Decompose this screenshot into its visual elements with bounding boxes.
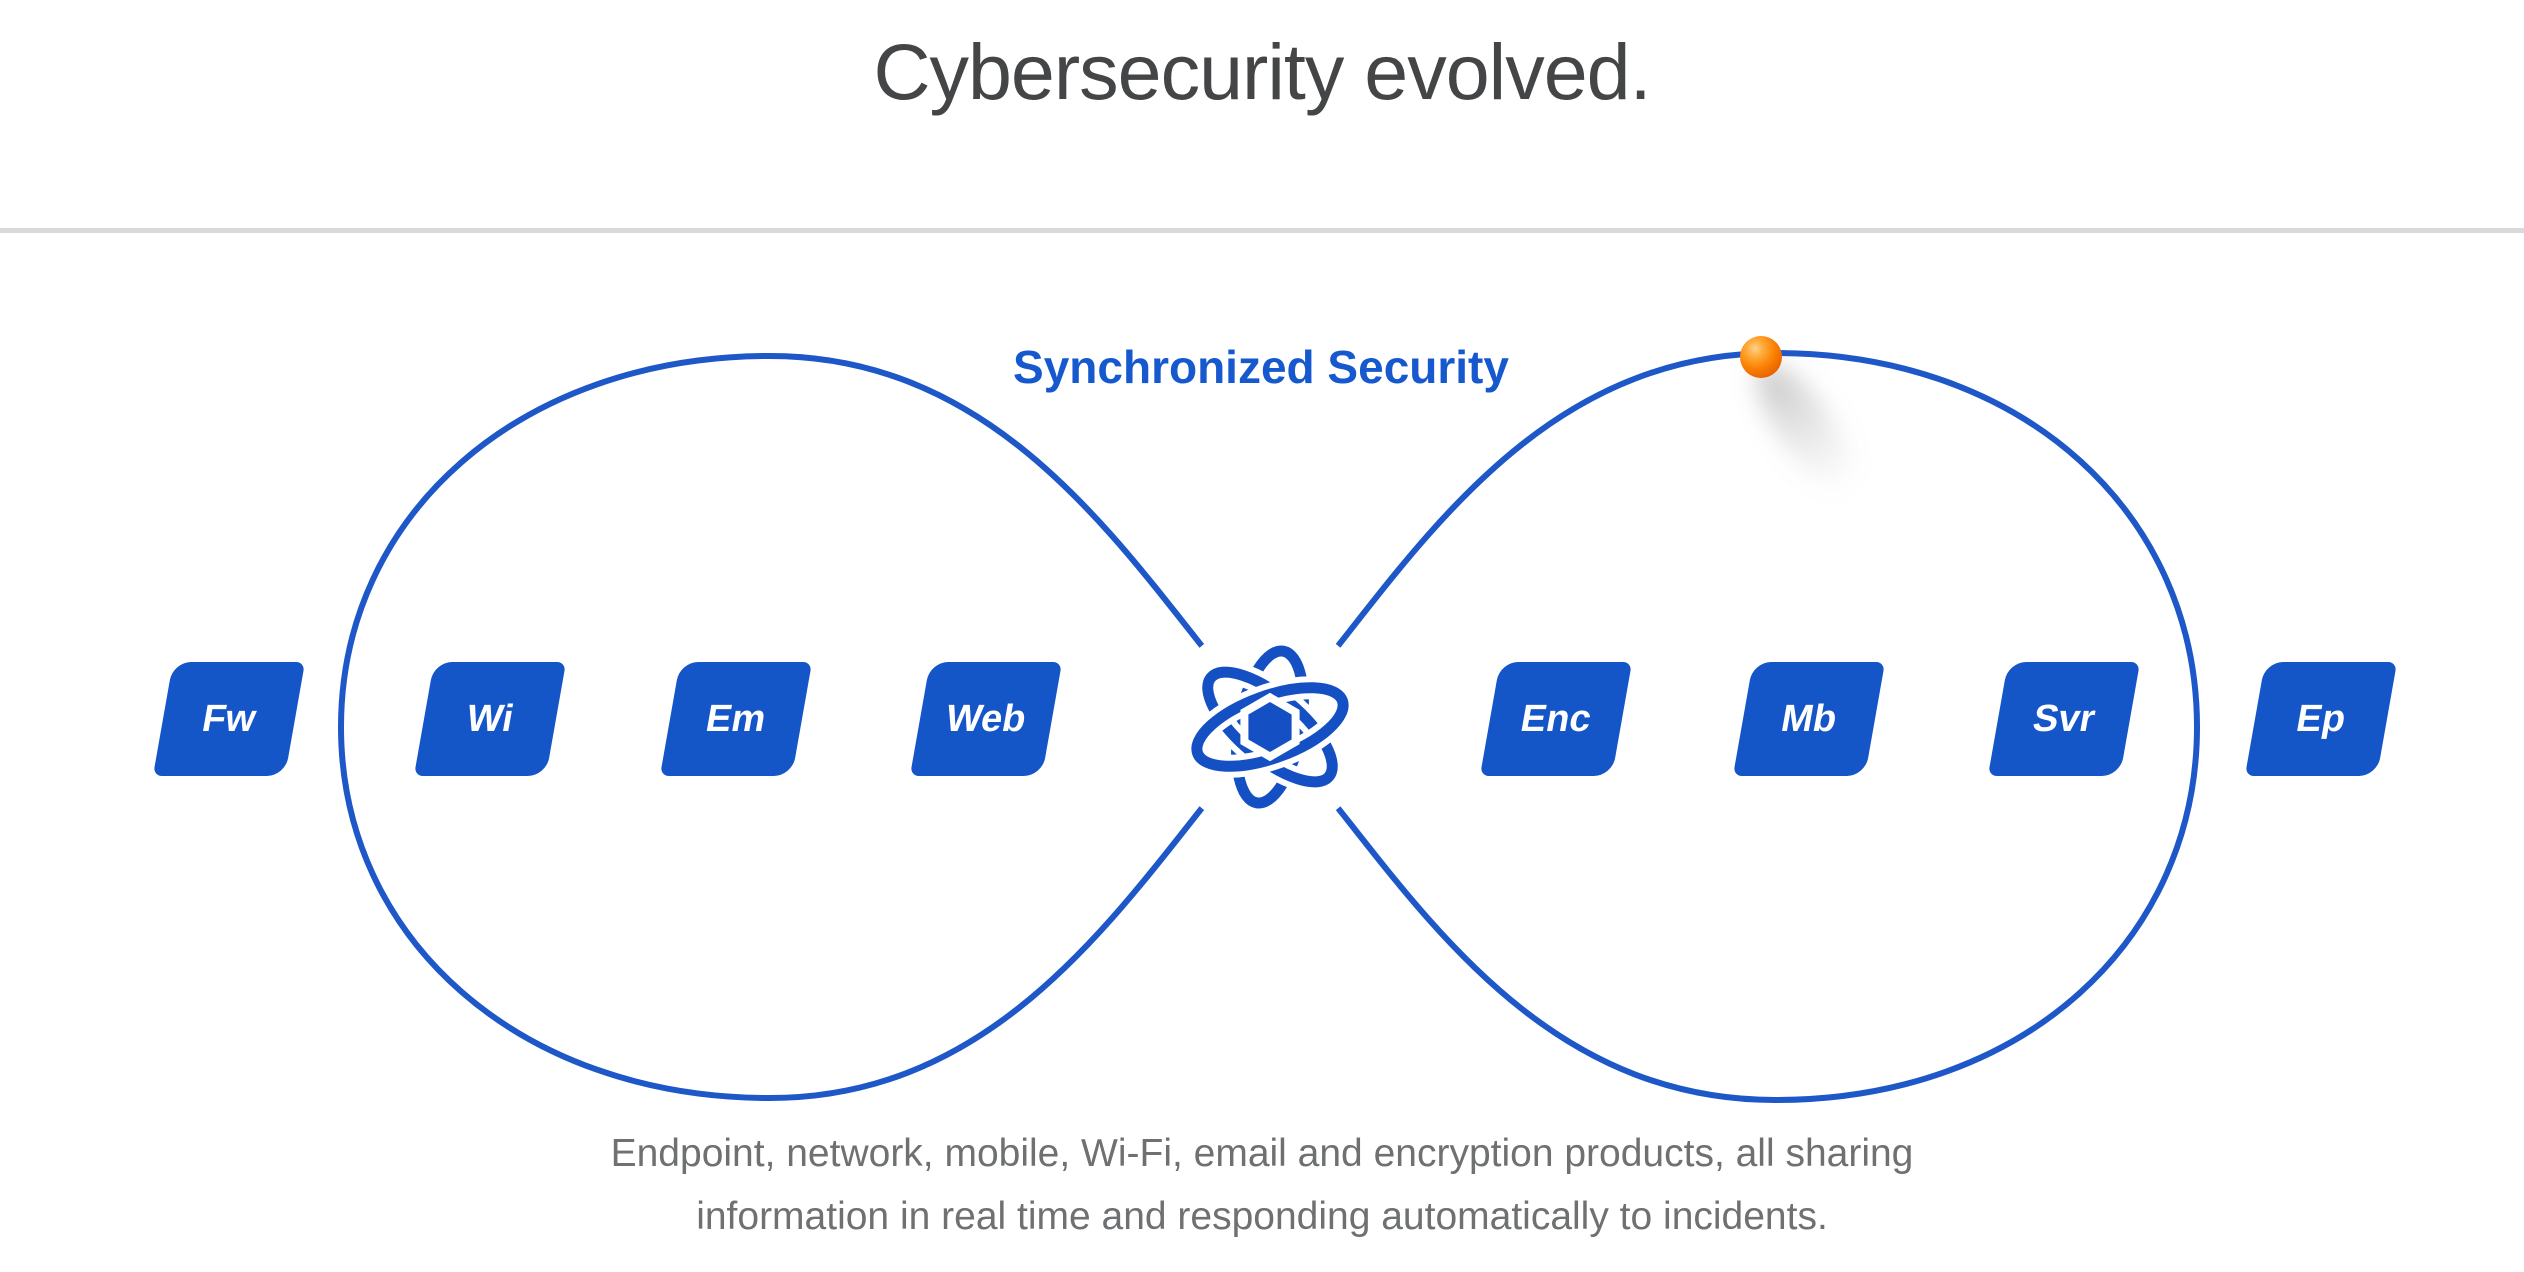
ball-shadow [1757, 364, 1853, 490]
product-badge-enc: Enc [1479, 662, 1633, 776]
infinity-loop-right [1267, 349, 2201, 1104]
product-badge-em: Em [659, 662, 813, 776]
hexagon-core [1240, 692, 1300, 762]
badge-label: Ep [2293, 697, 2350, 740]
product-badge-svr: Svr [1987, 662, 2141, 776]
horizontal-divider [0, 228, 2524, 233]
infinity-loop-left [337, 352, 1273, 1102]
caption-line-2: information in real time and responding … [696, 1195, 1828, 1238]
atom-icon [1185, 639, 1355, 815]
badge-label: Svr [2029, 697, 2099, 740]
caption: Endpoint, network, mobile, Wi-Fi, email … [0, 1122, 2524, 1248]
product-badge-web: Web [909, 662, 1063, 776]
page-title: Cybersecurity evolved. [873, 27, 1651, 116]
product-badge-wi: Wi [413, 662, 567, 776]
product-badge-ep: Ep [2244, 662, 2398, 776]
badge-label: Em [702, 697, 770, 740]
caption-line-1: Endpoint, network, mobile, Wi-Fi, email … [610, 1132, 1914, 1175]
product-badge-mb: Mb [1732, 662, 1886, 776]
badge-label: Wi [463, 697, 517, 740]
orbiting-ball [1740, 336, 1782, 378]
synchronized-security-label: Synchronized Security [1013, 341, 1509, 393]
badge-label: Fw [198, 697, 260, 740]
product-badge-fw: Fw [152, 662, 306, 776]
badge-label: Enc [1517, 697, 1595, 740]
badge-label: Mb [1777, 697, 1841, 740]
badge-label: Web [942, 697, 1030, 740]
